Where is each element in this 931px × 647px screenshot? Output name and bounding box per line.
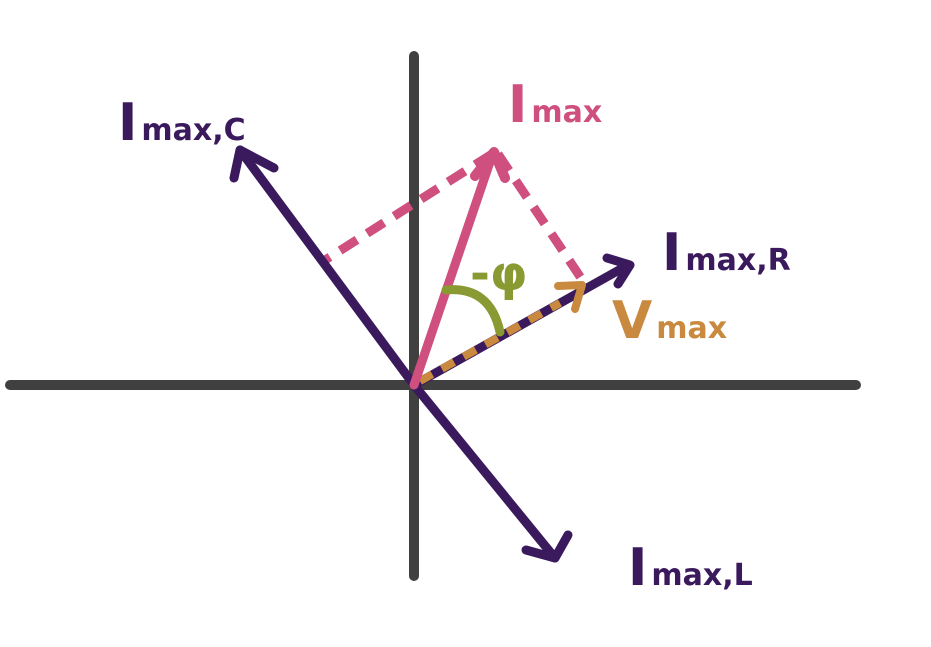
imax-l-phasor	[409, 380, 573, 563]
imax-phasor	[409, 147, 510, 390]
projection-lines	[319, 150, 587, 284]
imax-c-arrowhead-icon	[229, 145, 279, 183]
imax-l-shaft	[409, 380, 560, 563]
imax-c-phasor	[229, 145, 419, 390]
imax-shaft	[409, 151, 497, 390]
imax-c-shaft	[235, 145, 419, 390]
vmax-arrowhead-icon	[554, 281, 586, 313]
imax-l-arrowhead-icon	[521, 530, 573, 563]
phase-angle-arc	[441, 285, 505, 337]
vmax-phasor	[418, 281, 586, 385]
phase-angle-label: -φ	[470, 246, 527, 302]
projection-to-imax-r	[494, 151, 587, 284]
vmax-shaft	[418, 299, 562, 385]
axes	[5, 51, 861, 581]
imax-r-arrowhead-icon	[602, 253, 635, 289]
imax-arrowhead-icon	[470, 147, 510, 183]
projection-to-imax-c	[319, 150, 495, 266]
